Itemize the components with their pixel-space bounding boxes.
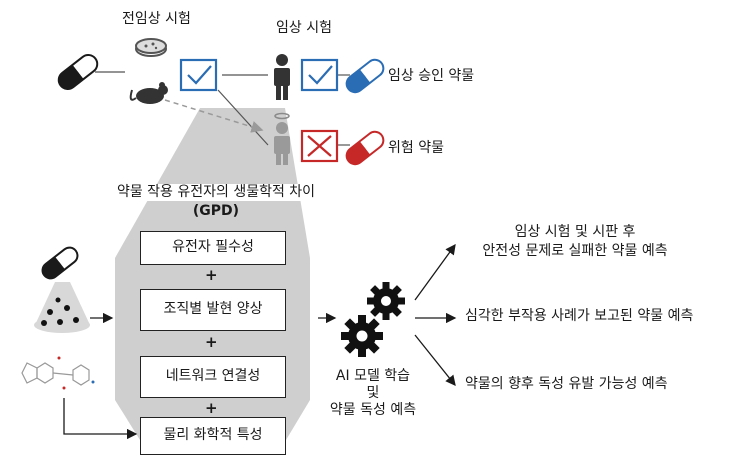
gpd-title: 약물 작용 유전자의 생물학적 차이 — [85, 184, 347, 201]
gpd-abbreviation: (GPD) — [192, 203, 240, 219]
preclinical-label: 전임상 시험 — [122, 11, 191, 27]
gears-icon — [341, 282, 405, 357]
model-label-line3: 약물 독성 예측 — [329, 402, 417, 418]
petri-dish-icon — [135, 38, 167, 57]
powder-icon — [34, 282, 90, 333]
feature-box-network-connectivity: 네트워크 연결성 — [140, 356, 286, 398]
molecule-icon — [21, 356, 95, 390]
model-label-line2: 및 — [366, 385, 380, 401]
prediction-1-line2: 안전성 문제로 실패한 약물 예측 — [482, 243, 668, 259]
model-label-line1: AI 모델 학습 — [335, 368, 411, 384]
prediction-3: 약물의 향후 독성 유발 가능성 예측 — [465, 376, 668, 392]
plus-sign: + — [205, 399, 218, 417]
checkbox-icon — [179, 58, 218, 92]
model-to-prediction-3-arrow — [414, 334, 456, 387]
clinical-label: 임상 시험 — [276, 20, 332, 36]
capsule-icon — [57, 53, 99, 91]
risky-capsule-icon — [345, 130, 385, 166]
angel-person-icon — [274, 112, 290, 165]
capsule-small-icon — [41, 246, 79, 280]
mouse-icon — [129, 82, 168, 104]
prediction-1-line1: 임상 시험 및 시판 후 — [514, 224, 636, 240]
plus-sign: + — [205, 266, 218, 284]
person-icon — [274, 54, 290, 100]
prediction-2: 심각한 부작용 사례가 보고된 약물 예측 — [465, 308, 694, 324]
clinical-checkbox-icon — [300, 58, 339, 92]
approved-capsule-icon — [345, 58, 385, 94]
feature-box-gene-essentiality: 유전자 필수성 — [140, 231, 286, 265]
feature-box-tissue-expression: 조직별 발현 양상 — [140, 289, 286, 331]
approved-drug-label: 임상 승인 약물 — [388, 68, 475, 84]
molecule-to-box-arrow — [63, 398, 138, 440]
feature-box-physicochemical: 물리 화학적 특성 — [140, 417, 286, 455]
plus-sign: + — [205, 333, 218, 351]
checkbox-to-risky-line — [217, 89, 269, 146]
x-box-icon — [300, 129, 339, 163]
model-to-prediction-1-arrow — [414, 243, 456, 301]
risky-drug-label: 위험 약물 — [388, 140, 444, 156]
mouse-to-risky-dashed-arrow — [164, 99, 264, 133]
